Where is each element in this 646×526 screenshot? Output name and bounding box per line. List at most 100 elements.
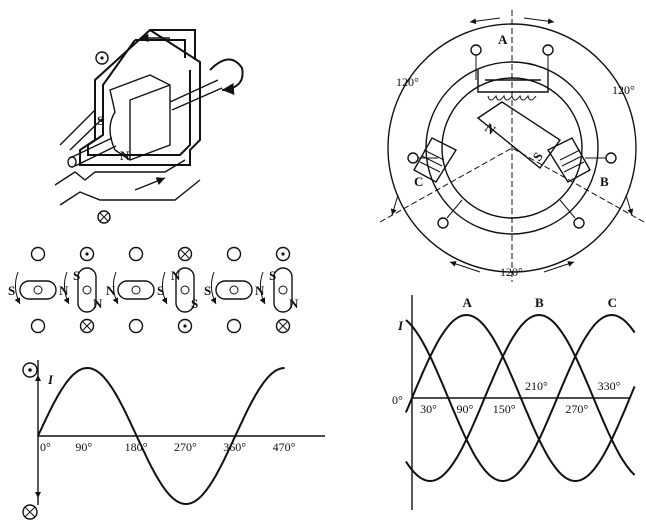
- rotor-pole-bottom: S: [191, 296, 198, 311]
- rotor-bar: [77, 267, 97, 313]
- negative-current-icon: [22, 504, 38, 520]
- rotor-position-4: NS: [161, 246, 198, 334]
- no-current-icon: [30, 246, 46, 262]
- current-dot: [281, 252, 285, 256]
- single-phase-tick: 270°: [174, 440, 197, 454]
- terminal-b1: [605, 152, 617, 164]
- phase-curve-a: [404, 313, 636, 483]
- terminal-c2: [437, 217, 449, 229]
- angle-label-bottom: 120°: [500, 265, 523, 279]
- negative-current-cross: [24, 506, 36, 518]
- rotor-pole-bottom: N: [93, 296, 103, 311]
- angle-label-left: 120°: [396, 75, 419, 89]
- pole-a: [477, 70, 549, 93]
- rotor-shaft: [33, 285, 43, 295]
- angle-label-right: 120°: [612, 83, 635, 97]
- rotor-position-6: SN: [259, 246, 299, 334]
- current-out-icon: [177, 318, 193, 334]
- rotor-pole-right: N: [59, 283, 69, 298]
- single-phase-tick: 180°: [125, 440, 148, 454]
- three-phase-origin: 0°: [392, 393, 403, 407]
- rotor-pole-left: S: [8, 283, 15, 298]
- generator-north-label: N: [120, 148, 130, 163]
- rotor-magnet: [476, 101, 561, 170]
- rotor-shaft: [180, 285, 190, 295]
- rotor-pole-left: S: [204, 283, 211, 298]
- single-phase-tick: 90°: [75, 440, 92, 454]
- rotation-arrow: [210, 271, 217, 305]
- rotation-arrow: [259, 271, 266, 305]
- current-out-icon: [95, 51, 109, 65]
- rotor-pole-right: S: [157, 283, 164, 298]
- three-phase-tick: 150°: [493, 402, 516, 416]
- terminal-a2: [542, 44, 554, 56]
- three-phase-tick: 210°: [525, 379, 548, 393]
- three-phase-tick: 30°: [420, 402, 437, 416]
- single-phase-wave: [37, 366, 285, 506]
- rotor-shaft: [229, 285, 239, 295]
- coil-b: [559, 149, 585, 173]
- magnet-block: [109, 74, 171, 161]
- current-cross: [180, 249, 190, 259]
- current-out-dot: [100, 56, 104, 60]
- three-phase-tick: 270°: [565, 402, 588, 416]
- rotor-pole-top: S: [73, 268, 80, 283]
- current-in-icon: [97, 210, 111, 224]
- rotor-pole-top: S: [269, 268, 276, 283]
- no-current-icon: [226, 318, 242, 334]
- rotation-arrow: [161, 271, 168, 305]
- phase-curve-c: [405, 313, 636, 483]
- current-in-icon: [79, 318, 95, 334]
- rotor-pole-left: N: [106, 283, 116, 298]
- phase-c-label: C: [414, 174, 423, 189]
- single-phase-tick: 470°: [273, 440, 296, 454]
- current-out-icon: [275, 246, 291, 262]
- angle-arrow-5: [449, 261, 481, 273]
- lead-wire-top: [59, 109, 104, 151]
- stator-illustration: N S A B C 120° 120° 120°: [379, 10, 645, 282]
- no-current-icon: [128, 246, 144, 262]
- single-phase-x-ticks: 0°90°180°270°360°470°: [40, 440, 296, 454]
- current-cross: [82, 321, 92, 331]
- coil-a: [487, 94, 537, 101]
- rotor-pole-top: N: [171, 268, 181, 283]
- current-arrow-bottom: [134, 177, 166, 191]
- rotor-shaft: [278, 285, 288, 295]
- current-cross: [278, 321, 288, 331]
- phase-a-label: A: [498, 32, 508, 47]
- rotor-bar: [19, 280, 57, 300]
- terminal-b2: [573, 217, 585, 229]
- coil-wire: [79, 28, 201, 166]
- axis-right: [511, 147, 645, 223]
- positive-current-dot: [28, 368, 32, 372]
- shaft: [69, 79, 223, 167]
- current-out-icon: [79, 246, 95, 262]
- generator-south-label: S: [97, 113, 104, 128]
- magnet-edge: [129, 84, 171, 160]
- phase-b-label: B: [600, 174, 609, 189]
- rotor-bar: [215, 280, 253, 300]
- phase-curve-label: C: [608, 295, 617, 310]
- single-phase-tick: 360°: [223, 440, 246, 454]
- rotation-arrow: [14, 271, 21, 305]
- rotor-pole-bottom: N: [289, 296, 299, 311]
- rotation-arrow: [209, 58, 244, 95]
- phase-curve-label: A: [462, 295, 472, 310]
- current-in-icon: [275, 318, 291, 334]
- terminal-a1: [470, 44, 482, 56]
- positive-current-icon: [22, 362, 38, 378]
- rotor-position-2: SN: [63, 246, 103, 334]
- shaft-end: [67, 156, 77, 168]
- current-in-cross: [99, 212, 109, 222]
- axis-left: [379, 147, 513, 223]
- rotation-arrow: [112, 271, 119, 305]
- three-phase-tick: 330°: [598, 379, 621, 393]
- single-phase-ylabel: I: [47, 372, 54, 387]
- no-current-icon: [128, 318, 144, 334]
- rotor-shaft: [131, 285, 141, 295]
